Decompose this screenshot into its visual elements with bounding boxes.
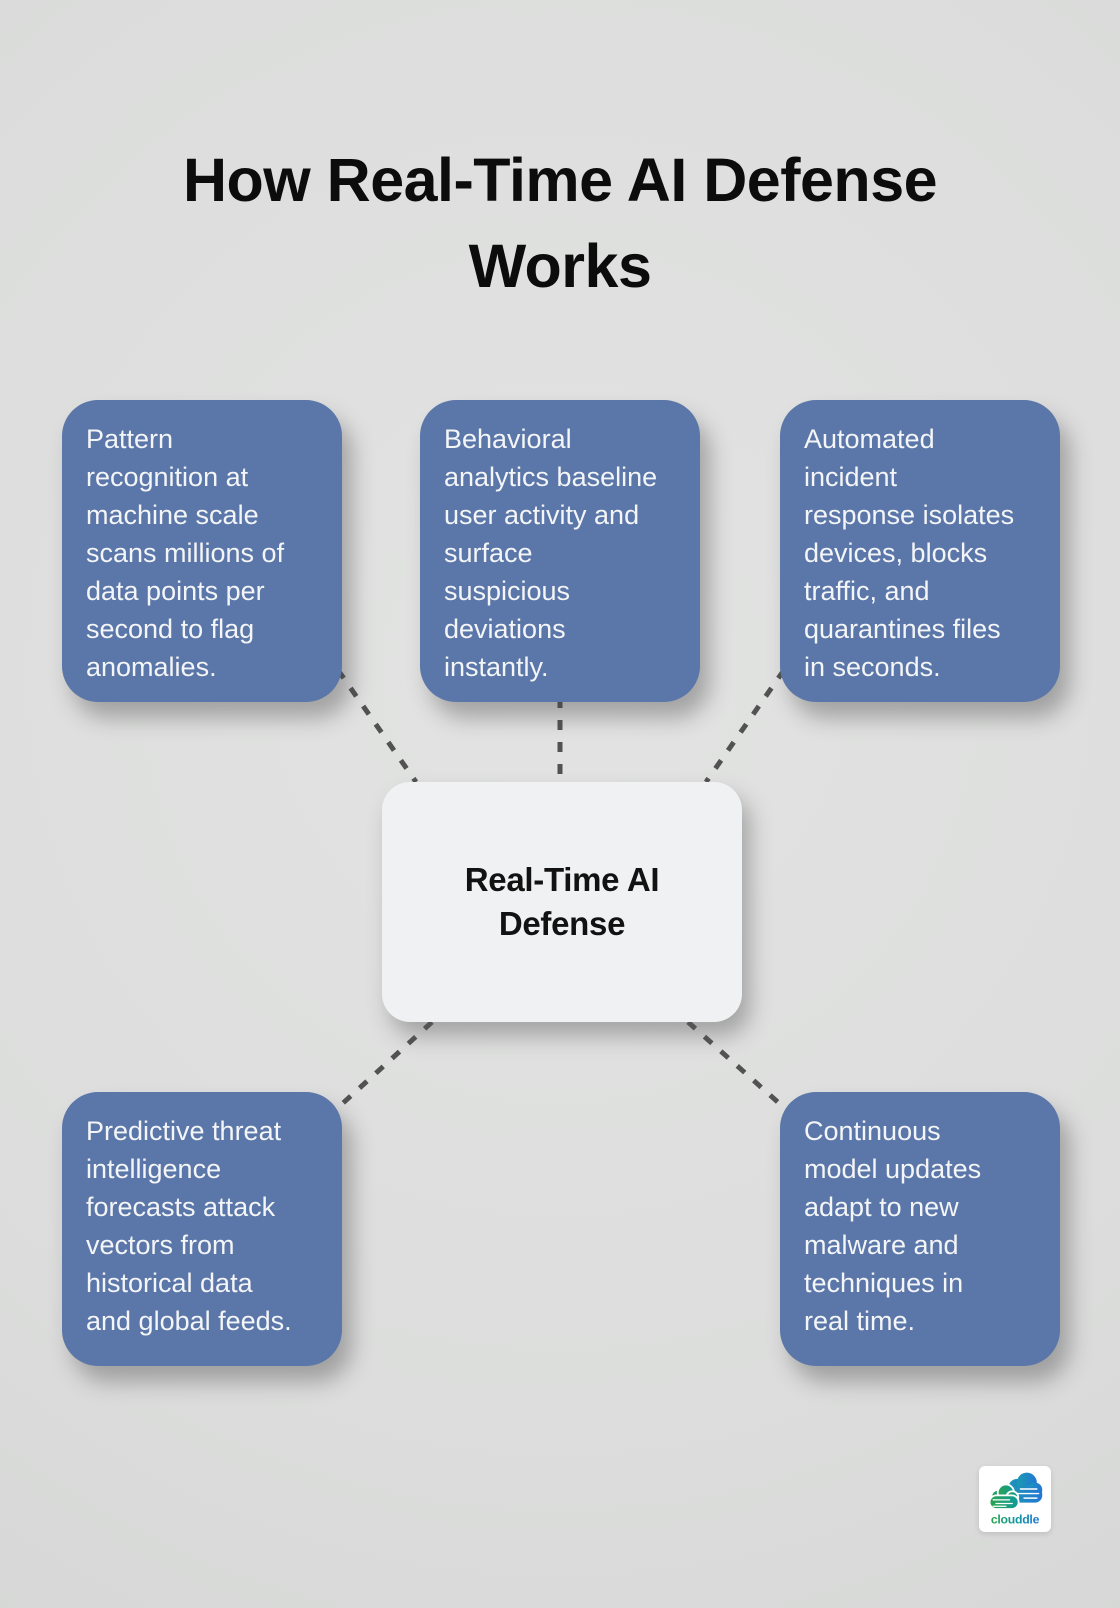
feature-card-text: Continuous model updates adapt to new ma…: [804, 1116, 982, 1336]
feature-card-automated-incident-response: Automated incident response isolates dev…: [780, 400, 1060, 702]
feature-card-text: Predictive threat intelligence forecasts…: [86, 1116, 292, 1336]
connector-bottom-right: [686, 1020, 782, 1106]
connector-bottom-left: [340, 1020, 434, 1106]
clouddle-logo-card: clouddle: [979, 1466, 1051, 1532]
feature-card-predictive-threat-intelligence: Predictive threat intelligence forecasts…: [62, 1092, 342, 1366]
feature-card-text: Automated incident response isolates dev…: [804, 424, 1015, 682]
logo-wordmark: clouddle: [991, 1513, 1040, 1527]
feature-card-text: Behavioral analytics baseline user activ…: [444, 424, 658, 682]
page-title: How Real-Time AI Defense Works: [182, 145, 938, 301]
teal-cloud-icon: [988, 1483, 1020, 1510]
connector-top-right: [703, 668, 787, 784]
feature-card-continuous-model-updates: Continuous model updates adapt to new ma…: [780, 1092, 1060, 1366]
center-node: Real-Time AI Defense: [382, 782, 742, 1022]
feature-card-pattern-recognition: Pattern recognition at machine scale sca…: [62, 400, 342, 702]
feature-card-behavioral-analytics: Behavioral analytics baseline user activ…: [420, 400, 700, 702]
connector-top-left: [335, 668, 419, 784]
feature-card-text: Pattern recognition at machine scale sca…: [86, 424, 285, 682]
clouddle-logo: clouddle: [988, 1472, 1043, 1527]
center-node-label: Real-Time AI Defense: [464, 861, 660, 942]
